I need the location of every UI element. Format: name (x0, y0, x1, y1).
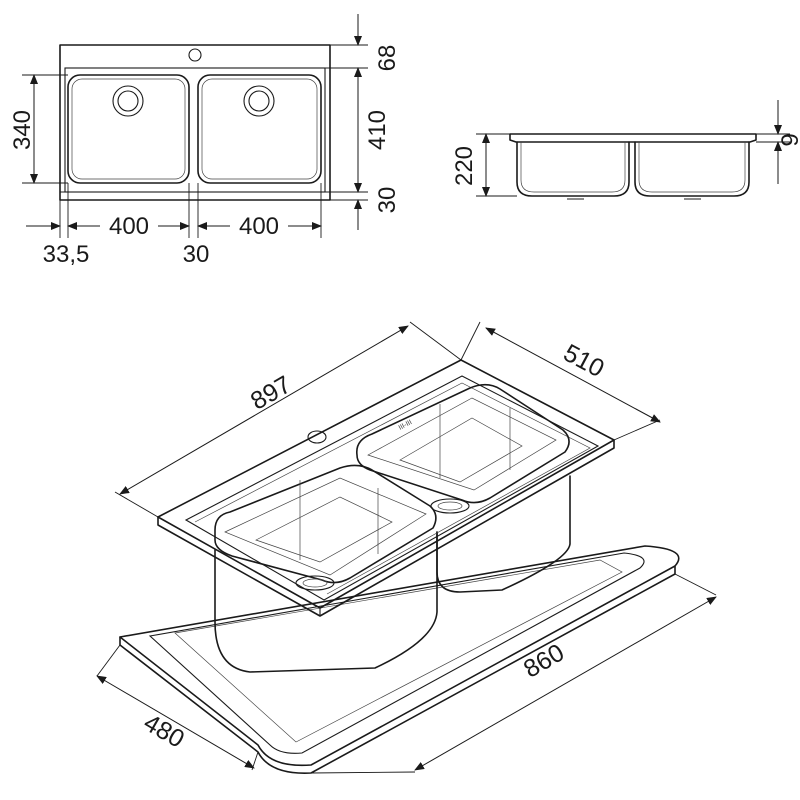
side-view-left-bowl (516, 141, 630, 197)
dim-iso-cutout-width: 480 (139, 709, 189, 754)
right-drain (243, 85, 275, 117)
dim-bowl-depth-left: 340 (9, 110, 36, 150)
dim-middle-gap: 30 (183, 241, 210, 268)
side-view-flange (509, 133, 757, 143)
dim-top-flange: 68 (374, 45, 401, 72)
dim-height: 220 (451, 146, 478, 186)
dim-left-margin: 33,5 (43, 241, 90, 268)
left-drain (112, 85, 144, 117)
iso-left-drain (295, 575, 335, 591)
iso-left-bowl-opening (214, 464, 437, 584)
side-view-right-bowl (634, 141, 750, 197)
dim-iso-width: 510 (559, 339, 609, 383)
top-view-inner-outline (64, 67, 326, 193)
iso-sink-deck (157, 359, 615, 609)
dim-flange-thickness: 9 (777, 133, 800, 146)
top-view-outline (59, 44, 331, 201)
top-view: 68 410 30 340 400 400 33,5 30 (9, 14, 401, 268)
iso-right-drain (430, 498, 470, 514)
right-bowl (197, 74, 322, 184)
dim-iso-cutout-length: 860 (519, 639, 569, 684)
side-view: 220 9 (451, 100, 800, 200)
iso-view: III-III 897 510 860 480 (96, 321, 717, 774)
iso-right-bowl-body (436, 475, 571, 593)
dim-bowl-width-left: 400 (109, 213, 149, 240)
tap-hole (188, 48, 202, 62)
dim-iso-length: 897 (246, 371, 296, 416)
dim-bottom-flange: 30 (374, 187, 401, 214)
dim-bowl-width-right: 400 (239, 213, 279, 240)
dim-bowl-depth-right: 410 (364, 110, 391, 150)
left-bowl (67, 74, 190, 184)
